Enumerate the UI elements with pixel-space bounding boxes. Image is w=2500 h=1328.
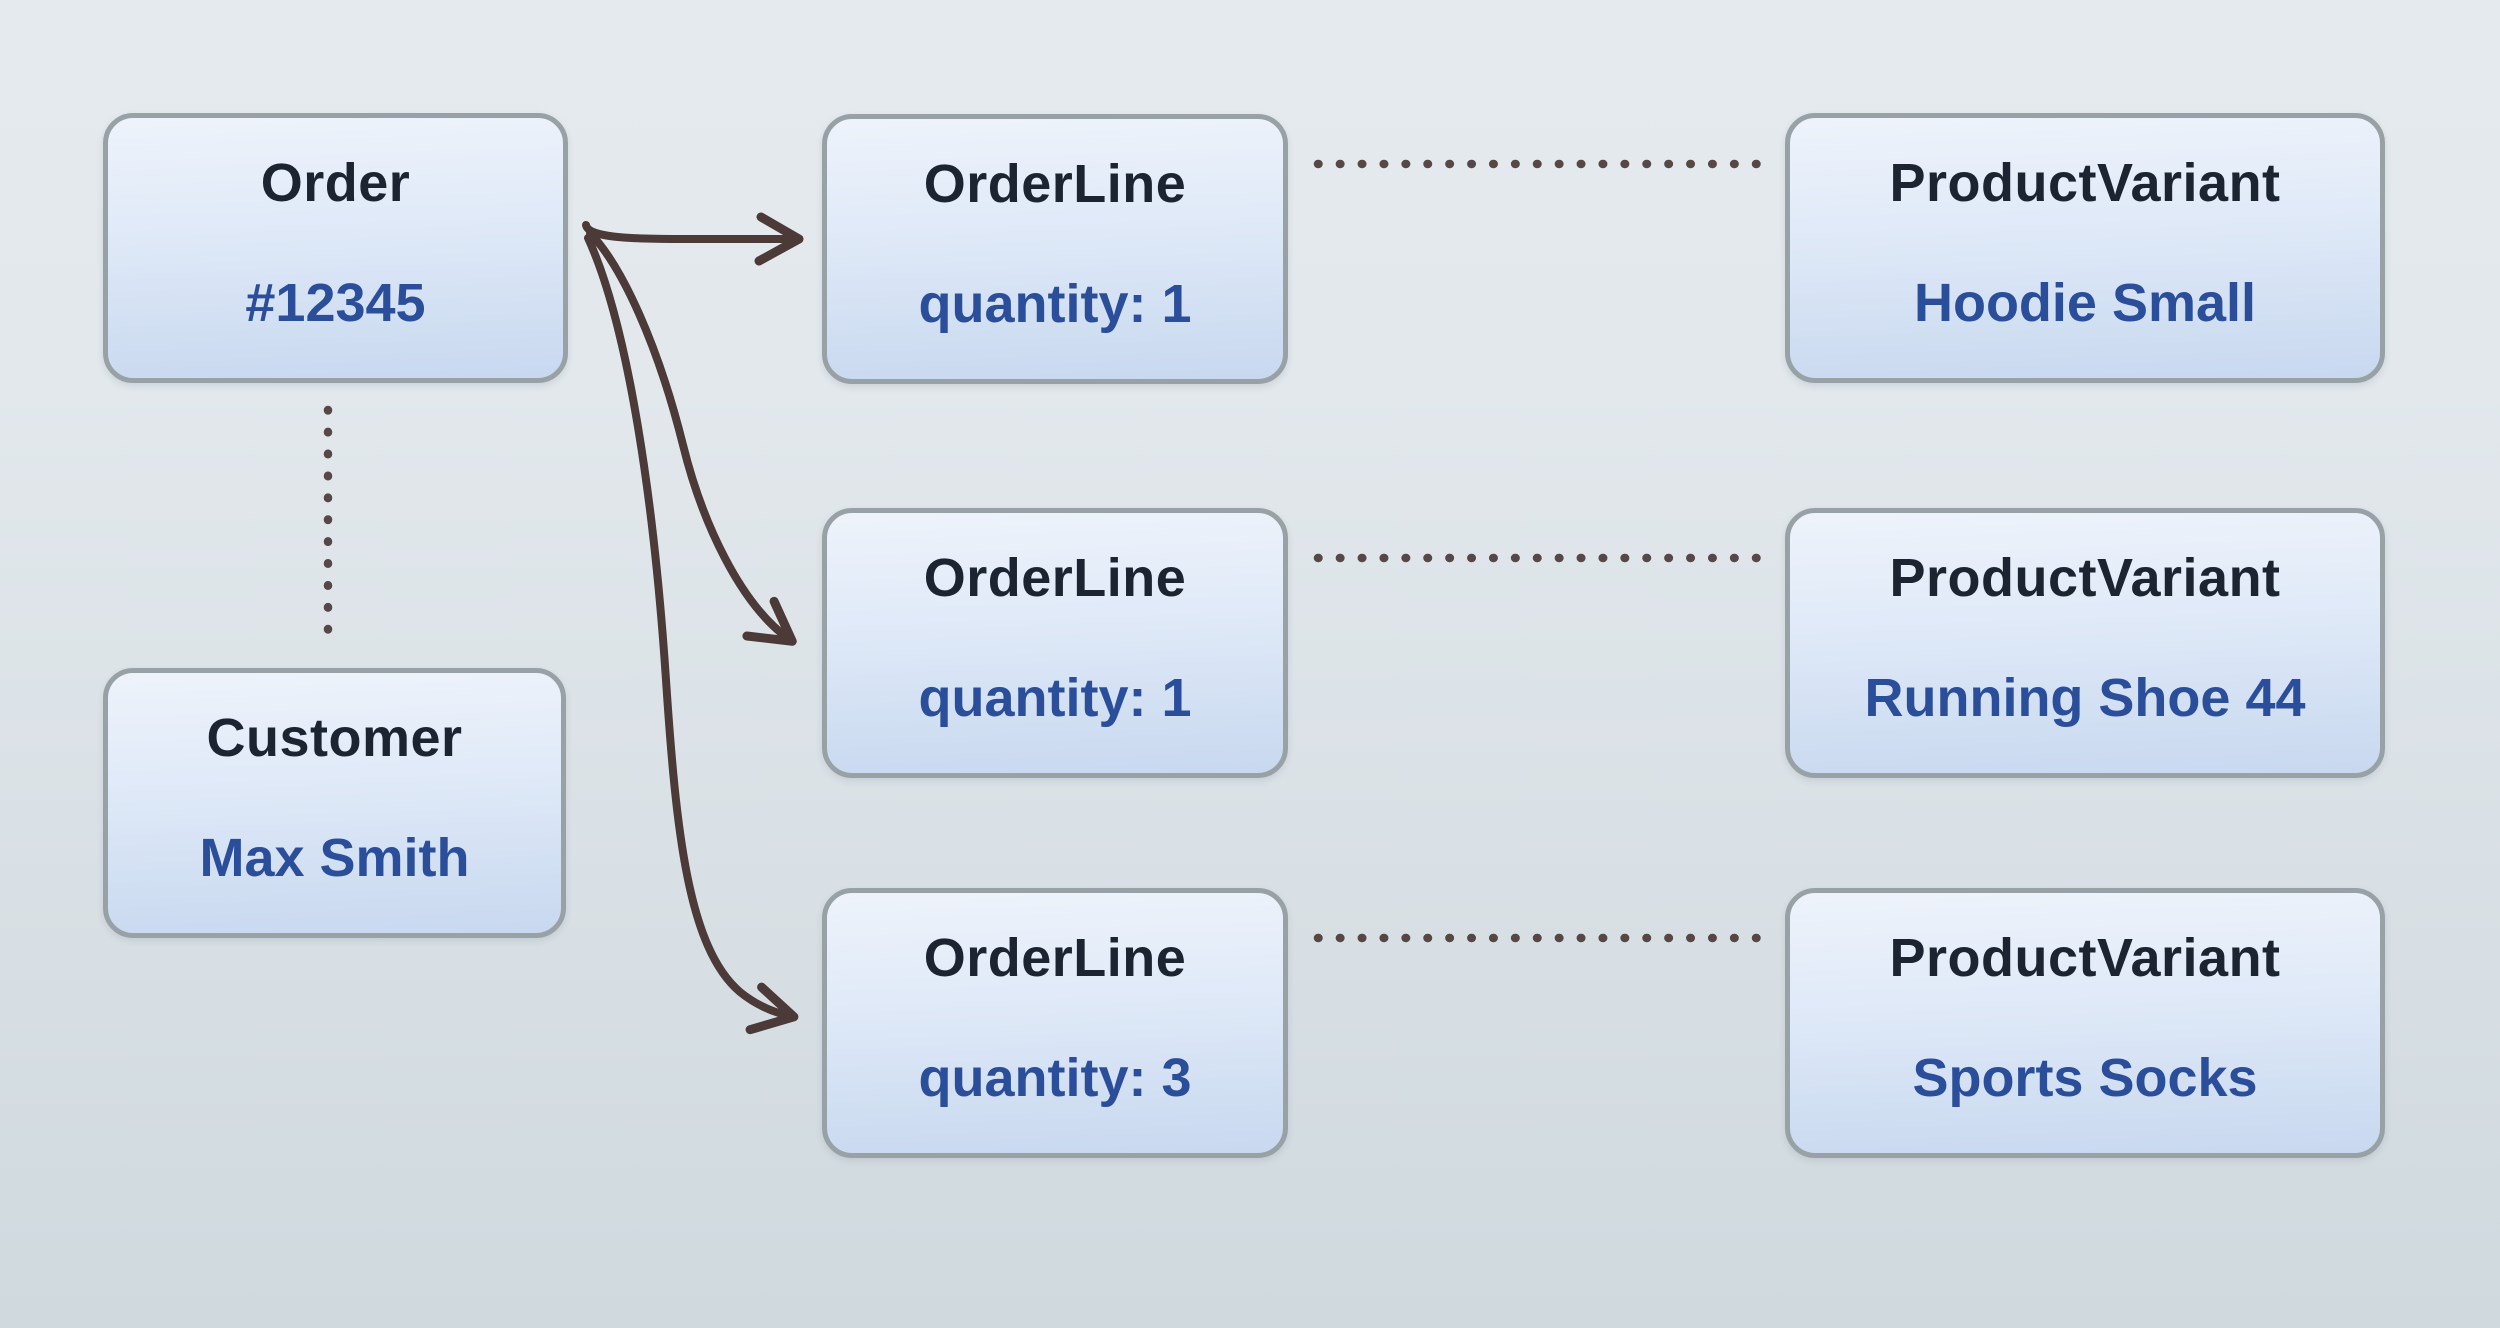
customer-node: Customer Max Smith [103,668,566,938]
orderline-quantity-2: quantity: 1 [918,668,1192,728]
productvariant-title-1: ProductVariant [1889,153,2281,213]
order-orderline3-arrow [584,234,799,1035]
order-orderline2-arrow [586,229,797,646]
orderline-title-3: OrderLine [923,928,1187,988]
orderline-node-1: OrderLine quantity: 1 [822,114,1288,384]
orderline-quantity-1: quantity: 1 [918,274,1192,334]
orderline-quantity-3: quantity: 3 [918,1048,1192,1108]
orderline-node-2: OrderLine quantity: 1 [822,508,1288,778]
productvariant-name-3: Sports Socks [1912,1048,2258,1108]
orderline-title-1: OrderLine [923,154,1187,214]
productvariant-name-2: Running Shoe 44 [1864,668,2306,728]
productvariant-node-3: ProductVariant Sports Socks [1785,888,2385,1158]
order-node: Order #12345 [103,113,568,383]
order-id: #12345 [245,273,426,333]
productvariant-title-3: ProductVariant [1889,928,2281,988]
customer-title: Customer [206,708,463,768]
orderline-title-2: OrderLine [923,548,1187,608]
productvariant-node-2: ProductVariant Running Shoe 44 [1785,508,2385,778]
productvariant-title-2: ProductVariant [1889,548,2281,608]
productvariant-name-1: Hoodie Small [1913,273,2257,333]
order-orderline1-arrow [582,212,804,266]
productvariant-node-1: ProductVariant Hoodie Small [1785,113,2385,383]
customer-name: Max Smith [199,828,470,888]
orderline-node-3: OrderLine quantity: 3 [822,888,1288,1158]
order-title: Order [260,153,411,213]
